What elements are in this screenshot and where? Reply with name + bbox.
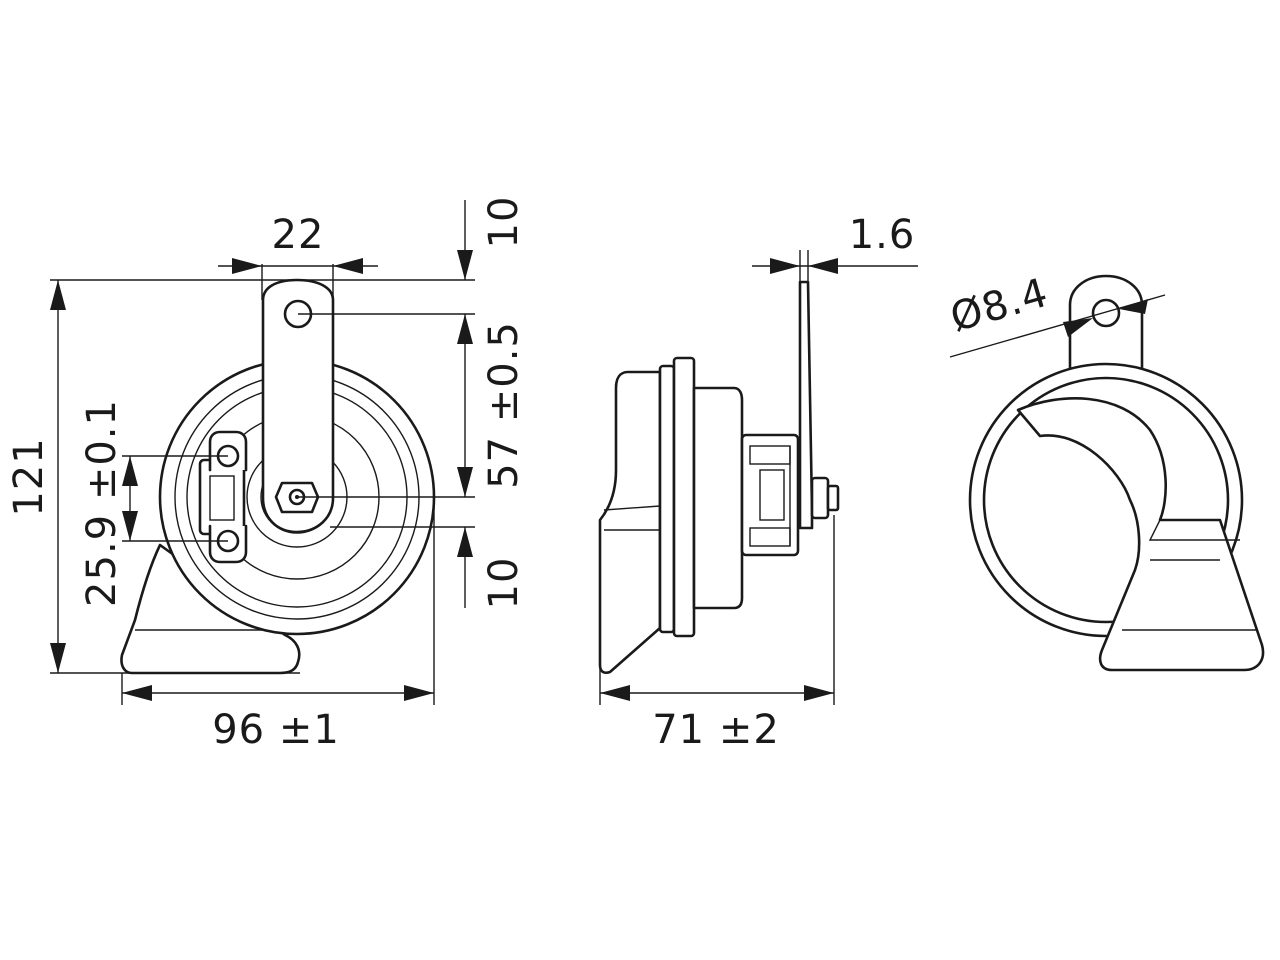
dim-diameter-label: Ø8.4: [945, 270, 1053, 342]
dim-96-label: 96 ±1: [212, 707, 340, 753]
dim-25-9-label: 25.9 ±0.1: [79, 399, 125, 607]
side-view: 1.6 71 ±2: [598, 212, 918, 753]
dim-57-label: 57 ±0.5: [481, 321, 527, 489]
dim-71-label: 71 ±2: [652, 707, 780, 753]
dim-22-label: 22: [272, 212, 325, 258]
dim-1-6-label: 1.6: [849, 212, 916, 258]
dim-10-top-label: 10: [481, 196, 527, 249]
dim-121-label: 121: [6, 437, 52, 516]
dim-10-bottom-label: 10: [481, 557, 527, 610]
front-view: 22 10 57 ±0.5 10 121 25.9 ±0.1 96 ±1: [6, 196, 527, 753]
rear-view: Ø8.4: [945, 270, 1265, 672]
